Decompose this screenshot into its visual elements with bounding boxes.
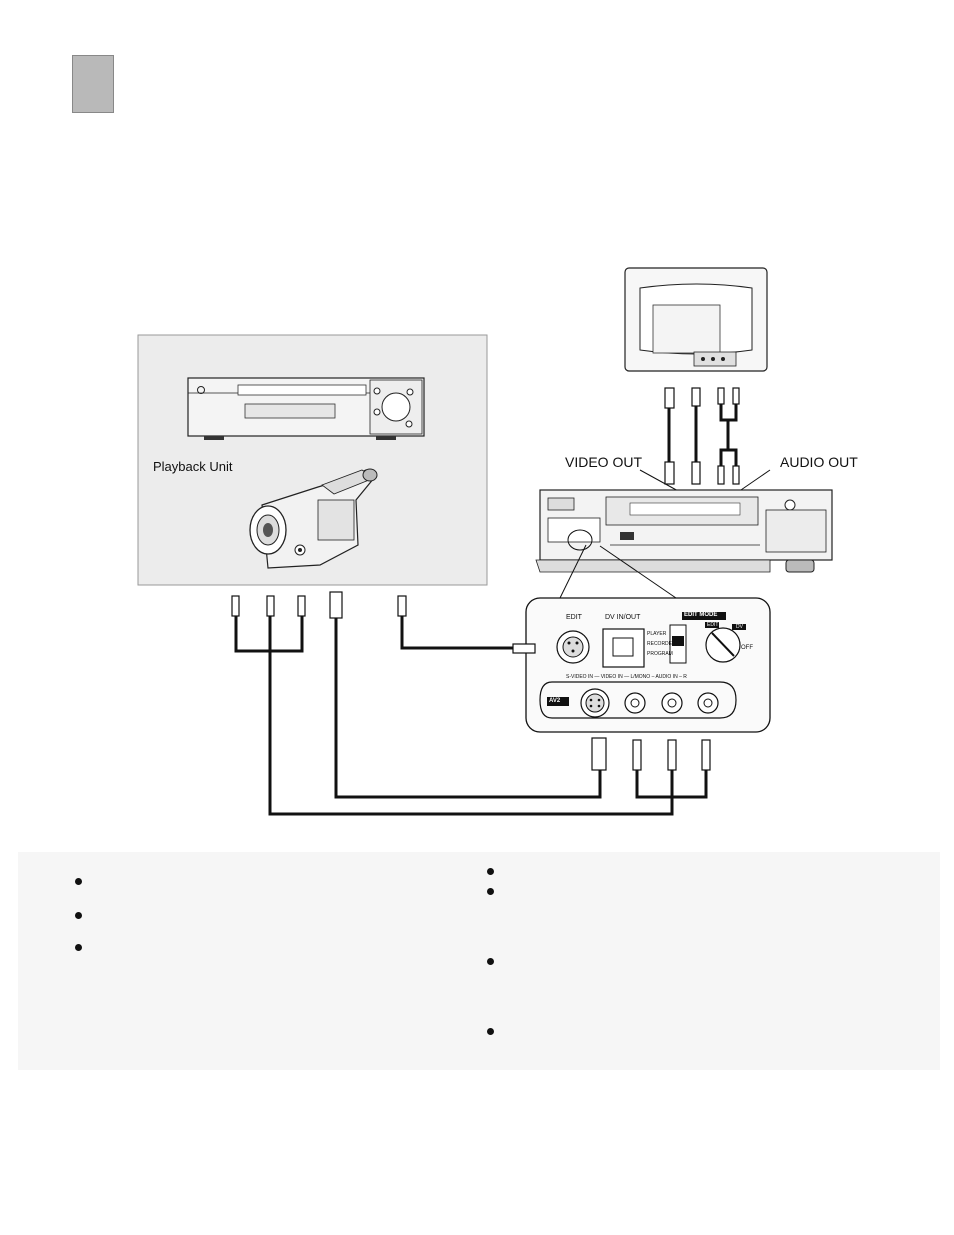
panel-player-label: PLAYER <box>647 631 667 637</box>
camcorder-illustration <box>249 468 378 569</box>
bullet-icon <box>487 868 494 875</box>
playback-vcr-illustration <box>187 377 425 440</box>
panel-recorder-label: RECORDER <box>647 641 676 647</box>
tv-illustration <box>624 267 768 372</box>
playback-plugs <box>231 591 407 619</box>
tv-cables <box>664 387 740 485</box>
panel-dial-edit-label: EDIT <box>707 622 719 628</box>
notes-area <box>18 852 940 1070</box>
cables <box>234 616 708 816</box>
audio-out-pointer <box>737 469 771 493</box>
bullet-icon <box>487 958 494 965</box>
section-tab <box>72 55 114 113</box>
panel-off-label: OFF <box>741 645 753 651</box>
panel-edit-mode-label: EDIT MODE <box>684 612 718 618</box>
panel-edit-label: EDIT <box>566 614 582 621</box>
panel-av-row-label: S-VIDEO IN — VIDEO IN — L/MONO – AUDIO I… <box>566 674 687 680</box>
bullet-icon <box>487 888 494 895</box>
bullet-icon <box>75 912 82 919</box>
recorder-plugs <box>591 737 711 771</box>
video-out-pointer <box>639 469 681 493</box>
playback-unit-label: Playback Unit <box>153 459 233 474</box>
recording-vcr-illustration <box>535 489 833 573</box>
connector-panel <box>525 597 771 733</box>
panel-dial-dv-label: DV <box>736 624 743 630</box>
bullet-icon <box>75 878 82 885</box>
panel-dv-label: DV IN/OUT <box>605 614 641 621</box>
bullet-icon <box>75 944 82 951</box>
panel-av2-label: AV2 <box>549 698 561 704</box>
panel-program-label: PROGRAM <box>647 651 673 657</box>
video-out-label: VIDEO OUT <box>565 454 643 470</box>
audio-out-label: AUDIO OUT <box>780 454 858 470</box>
bullet-icon <box>487 1028 494 1035</box>
